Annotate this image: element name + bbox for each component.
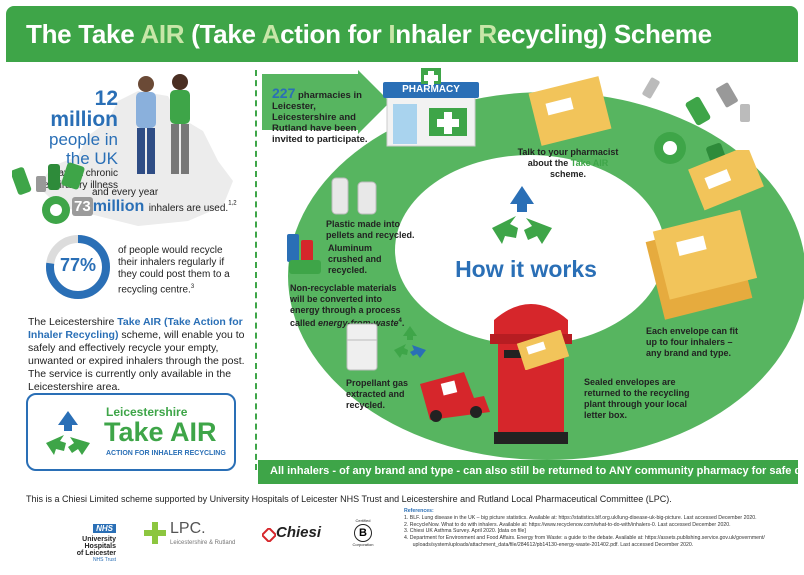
envelope-capacity-label: Each envelope can fit up to four inhaler… (646, 326, 739, 358)
reference-3: 3. Chiesi UK Asthma Survey. April 2020. … (404, 528, 526, 535)
percentage-text-line-4: recycling centre. (118, 284, 191, 296)
talk-text-end: scheme. (549, 169, 587, 179)
column-divider (255, 70, 257, 470)
paragraph-scheme-name: Take AIR (Take Action for Inhaler Recycl… (28, 316, 243, 341)
percentage-text-line-1: of people would recycle (118, 245, 223, 256)
paragraph-body: scheme, will enable you to safely and ef… (28, 329, 245, 393)
b-corp-bottom: Corporation (352, 542, 374, 547)
people-coughing-illustration (136, 74, 190, 174)
every-year-text: and every year (92, 187, 159, 198)
aluminum-label: Aluminum crushed and recycled. (328, 243, 382, 275)
recycle-icon (46, 411, 90, 455)
fridge-illustration (346, 323, 378, 371)
talk-text: Talk to your pharmacist about the Take A… (512, 147, 624, 180)
scheme-paragraph: The Leicestershire Take AIR (Take Action… (28, 316, 246, 394)
bottom-info-text: All inhalers - of any brand and type - c… (270, 465, 804, 477)
inhalers-illustration (12, 162, 85, 224)
pharmacy-sign: PHARMACY (402, 84, 460, 95)
non-recyclable-label: Non-recyclable materials will be convert… (290, 283, 405, 328)
lpc-subtitle: Leicestershire & Rutland (170, 540, 236, 546)
pharmacies-arrow (262, 70, 390, 134)
b-corp-logo: Certified B Corporation (352, 518, 374, 547)
b-corp-mark: B (354, 524, 372, 542)
b-corp-top: Certified (355, 518, 371, 523)
chiesi-mark-icon (262, 528, 276, 542)
delivery-van-illustration (420, 372, 490, 422)
talk-text-intro: Talk to your pharmacist about the (517, 147, 619, 168)
aluminium-cans-illustration (287, 234, 321, 274)
nhs-trust: NHS Trust (92, 557, 116, 563)
lpc-name: LPC. (170, 520, 206, 537)
pharmacies-text: 227 pharmacies in Leicester, Leicestersh… (272, 85, 372, 145)
non-recyclable-ref: 4 (398, 318, 402, 324)
header-banner: The Take AIR (Take Action for Inhaler Re… (6, 6, 798, 62)
how-it-works-title: How it works (455, 256, 597, 282)
plastic-pellets-illustration (331, 177, 377, 215)
non-recyclable-text: Non-recyclable materials will be convert… (290, 283, 401, 328)
paragraph-intro: The Leicestershire (28, 316, 118, 328)
take-air-logo: Leicestershire Take AIR ACTION FOR INHAL… (26, 393, 236, 471)
sealed-envelopes-label: Sealed envelopes are returned to the rec… (584, 377, 690, 420)
recycle-large-icon (492, 186, 552, 244)
envelope-posting-illustration (516, 330, 570, 370)
post-box-illustration (490, 304, 572, 444)
reference-2: 2. RecycleNow. What to do with inhalers.… (404, 521, 731, 528)
reference-4: 4. Department for Environment and Food A… (404, 535, 765, 542)
supported-statement: This is a Chiesi Limited scheme supporte… (26, 494, 672, 504)
nhs-name-2: of Leicester (76, 550, 116, 557)
logo-name: Take AIR (104, 417, 217, 447)
percentage-value: 77% (59, 255, 97, 275)
references-title: References: (404, 508, 434, 514)
propellant-label: Propellant gas extracted and recycled. (346, 378, 409, 410)
people-text-1: people in (48, 130, 118, 149)
people-text-3: have a chronic (52, 168, 118, 179)
percentage-text-line-3: they could post them to a (118, 269, 230, 280)
footer: This is a Chiesi Limited scheme supporte… (0, 484, 804, 575)
non-recyclable-emphasis: energy-from-waste (318, 318, 399, 328)
pharmacies-description: pharmacies in Leicester, Leicestershire … (272, 90, 368, 145)
percentage-donut (46, 235, 110, 299)
inhalers-ref: 1,2 (228, 200, 237, 207)
reference-1: 1. BLF. Lung disease in the UK – big pic… (404, 514, 757, 521)
people-text-2: the UK (66, 149, 118, 168)
pharmacy-building-illustration (383, 68, 479, 147)
references: References: 1. BLF. Lung disease in the … (404, 508, 794, 549)
inhalers-number-badge: 73 (72, 197, 93, 216)
logo-subtitle: ACTION FOR INHALER RECYCLING (106, 450, 226, 457)
lpc-cross-icon (144, 522, 166, 544)
nhs-name-1: University Hospitals (82, 536, 116, 550)
page-title: The Take AIR (Take Action for Inhaler Re… (26, 19, 712, 49)
nhs-badge: NHS (93, 524, 116, 533)
inhalers-unit: million (92, 198, 145, 215)
pharmacies-number: 227 (272, 85, 296, 101)
envelope-stack-illustration (645, 150, 764, 320)
nhs-logo: NHS University Hospitals of Leicester NH… (52, 518, 116, 563)
percentage-ref: 3 (190, 284, 195, 290)
reference-4-cont: uploads/system/uploads/attachment_data/f… (404, 541, 694, 548)
bottom-info-bar: All inhalers - of any brand and type - c… (258, 460, 804, 484)
percentage-text-line-2: their inhalers regularly if (118, 257, 225, 268)
inhalers-text: inhalers are used. (148, 203, 229, 214)
logo-county: Leicestershire (106, 405, 188, 419)
recycle-small-icon (394, 326, 426, 358)
envelope-illustration (528, 76, 612, 146)
people-number: 12 million (50, 87, 118, 131)
percentage-text: of people would recycle their inhalers r… (118, 245, 246, 296)
chiesi-logo: Chiesi (276, 524, 322, 541)
talk-text-scheme: Take AIR (570, 158, 609, 168)
plastic-label: Plastic made into pellets and recycled. (326, 219, 415, 240)
